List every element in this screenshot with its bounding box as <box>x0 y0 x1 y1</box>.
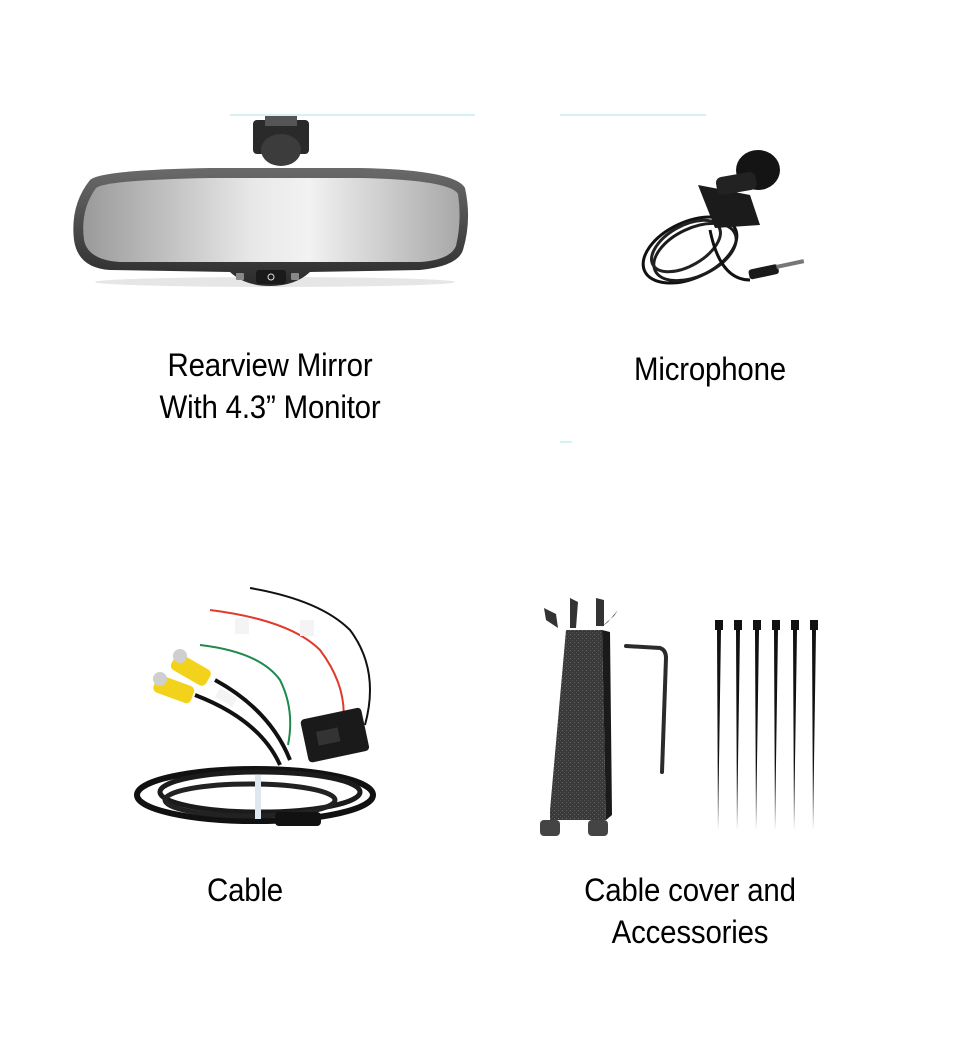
microphone-label: Microphone <box>572 348 848 390</box>
cable-harness-icon <box>134 587 376 826</box>
item-mirror <box>60 110 480 300</box>
decorative-line <box>230 114 475 116</box>
accessories-label: Cable cover and Accessories <box>543 869 837 953</box>
rearview-mirror-icon <box>73 116 469 287</box>
decorative-line <box>560 114 706 116</box>
cable-label: Cable <box>158 869 333 911</box>
zip-ties <box>715 620 818 830</box>
mirror-label: Rearview Mirror With 4.3” Monitor <box>114 344 427 428</box>
item-cable <box>120 580 400 840</box>
cable-cover-accessories-icon <box>540 598 818 836</box>
decorative-line <box>560 441 572 443</box>
accessories-label-line-1: Cable cover and <box>584 872 796 908</box>
mirror-label-line-2: With 4.3” Monitor <box>159 389 381 425</box>
accessories-label-line-2: Accessories <box>611 914 769 950</box>
cable-label-line-1: Cable <box>206 872 284 908</box>
item-microphone <box>620 140 820 300</box>
microphone-icon <box>641 150 805 285</box>
mirror-label-line-1: Rearview Mirror <box>167 347 373 383</box>
microphone-label-line-1: Microphone <box>633 351 787 387</box>
item-accessories <box>530 590 830 840</box>
